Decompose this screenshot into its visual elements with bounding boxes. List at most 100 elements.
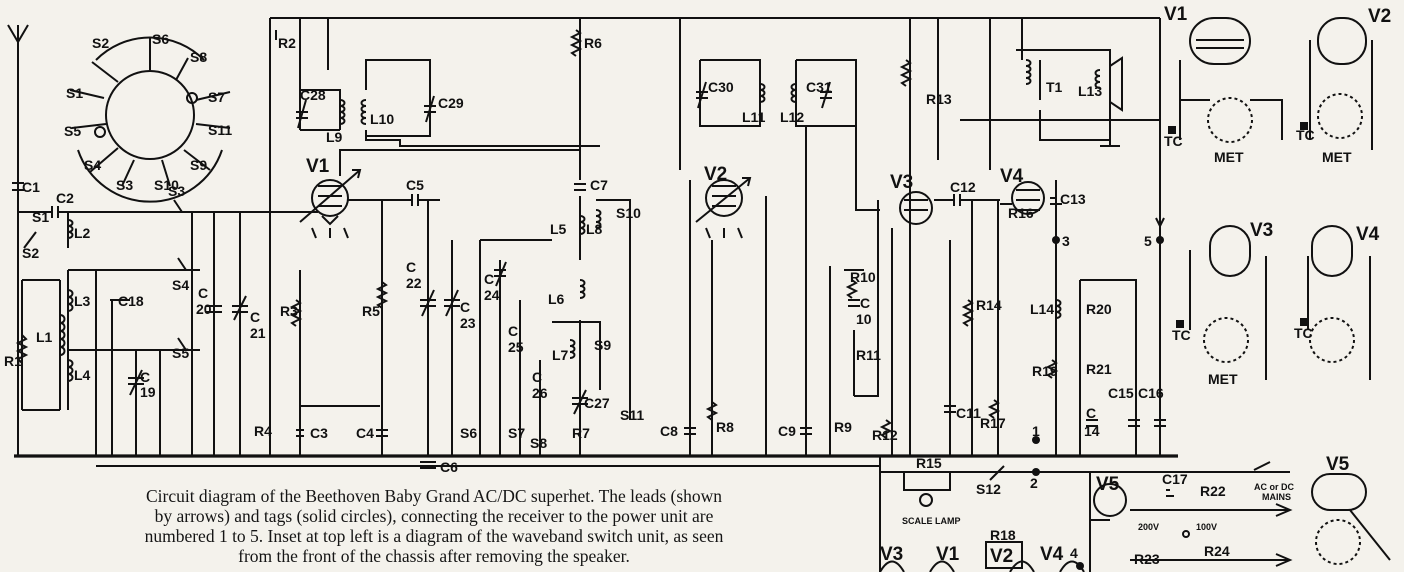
r11-label: R11	[856, 347, 881, 363]
v2-stage: C30 L11 L12 C31 V2 C8 R8 C9 R9 R10 C 10 …	[660, 18, 881, 456]
s9-label: S9	[594, 337, 611, 353]
heater-v4: V4	[1040, 544, 1064, 565]
caption-line-3: numbered 1 to 5. Inset at top left is a …	[144, 526, 724, 546]
base-v2-met: MET	[1322, 149, 1352, 165]
c5-label: C5	[406, 177, 424, 193]
s1-label: S1	[32, 209, 49, 225]
sw-s10: S10	[154, 177, 179, 193]
l8-label: L8	[586, 221, 603, 237]
figure-caption: Circuit diagram of the Beethoven Baby Gr…	[14, 486, 854, 566]
c26a-label: C	[532, 369, 542, 385]
tag5: 5	[1144, 233, 1152, 249]
caption-line-2: by arrows) and tags (solid circles), con…	[154, 506, 714, 526]
r7-label: R7	[572, 425, 590, 441]
c12-label: C12	[950, 179, 976, 195]
l3-label: L3	[74, 293, 91, 309]
c6-label: C6	[440, 459, 458, 475]
c14b-label: 14	[1084, 423, 1100, 439]
r13-label: R13	[926, 91, 952, 107]
heater-v1: V1	[936, 544, 960, 565]
c22a-label: C	[406, 259, 416, 275]
c23b-label: 23	[460, 315, 476, 331]
v4-label: V4	[1000, 166, 1024, 187]
r10-label: R10	[850, 269, 876, 285]
c10b-label: 10	[856, 311, 872, 327]
c15-label: C15	[1108, 385, 1134, 401]
l11-label: L11	[742, 109, 766, 125]
base-v4-tc: TC	[1294, 325, 1313, 341]
s4-label: S4	[172, 277, 189, 293]
r17-label: R17	[980, 415, 1006, 431]
r21-label: R21	[1086, 361, 1112, 377]
r18-label: R18	[990, 527, 1016, 543]
r19-label: R19	[1032, 363, 1058, 379]
r2-label: R2	[278, 35, 296, 51]
c18-label: C18	[118, 293, 144, 309]
c8-label: C8	[660, 423, 678, 439]
power-unit: 5 R20 R21 C 14 C15 C16 1 2 R15 SCALE LAM…	[879, 18, 1294, 572]
s12-label: S12	[976, 481, 1001, 497]
sw-s3: S3	[116, 177, 133, 193]
r22-label: R22	[1200, 483, 1226, 499]
s3-label: S3	[168, 183, 185, 199]
v100-label: 100V	[1196, 522, 1217, 532]
base-v1-label: V1	[1164, 4, 1188, 25]
base-v2-tc: TC	[1296, 127, 1315, 143]
v1-stage: C28 L9 L10 C29 R2 V1 C5 R3 R4 C3 C4 R5 C…	[254, 18, 600, 475]
mains-label-2: MAINS	[1262, 492, 1291, 502]
c3-label: C3	[310, 425, 328, 441]
base-v2-label: V2	[1368, 6, 1391, 27]
r14-label: R14	[976, 297, 1002, 313]
caption-line-4: from the front of the chassis after remo…	[238, 546, 630, 566]
c31-label: C31	[806, 79, 832, 95]
base-v5-label: V5	[1326, 454, 1350, 475]
c2-label: C2	[56, 190, 74, 206]
sw-s7: S7	[208, 89, 225, 105]
c7-label: C7	[590, 177, 608, 193]
c10a-label: C	[860, 295, 870, 311]
v1-label: V1	[306, 156, 330, 177]
valve-bases: V1 TC MET V2 TC MET V3 TC MET V4 TC V5	[1164, 4, 1391, 565]
tag3: 3	[1062, 233, 1070, 249]
l4-label: L4	[74, 367, 91, 383]
base-v3-tc: TC	[1172, 327, 1191, 343]
c14a-label: C	[1086, 405, 1096, 421]
r23-label: R23	[1134, 551, 1160, 567]
c21a-label: C	[250, 309, 260, 325]
aerial-input: C1 C2 S1 S2 R1 L1 L2 L3 L4 C18 C 19	[4, 175, 200, 456]
oscillator-section: R6 C7 L5 L8 S10 L6 L7 S9 C27 R7 S11 C 24…	[460, 18, 644, 456]
base-v1-met: MET	[1214, 149, 1244, 165]
r1-label: R1	[4, 353, 22, 369]
sw-s4: S4	[84, 157, 101, 173]
r6-label: R6	[584, 35, 602, 51]
c16-label: C16	[1138, 385, 1164, 401]
s8-label: S8	[530, 435, 547, 451]
c26b-label: 26	[532, 385, 548, 401]
r20-label: R20	[1086, 301, 1112, 317]
c13-label: C13	[1060, 191, 1086, 207]
v2-label: V2	[704, 164, 727, 185]
sw-s11: S11	[208, 122, 232, 138]
c1-label: C1	[22, 179, 40, 195]
v5-label: V5	[1096, 474, 1120, 495]
heater-v2: V2	[990, 546, 1013, 567]
base-v3-label: V3	[1250, 220, 1273, 241]
mains-label-1: AC or DC	[1254, 482, 1294, 492]
l6-label: L6	[548, 291, 565, 307]
c25b-label: 25	[508, 339, 524, 355]
r3-label: R3	[280, 303, 298, 319]
r8-label: R8	[716, 419, 734, 435]
r24-label: R24	[1204, 543, 1230, 559]
r15-label: R15	[916, 455, 942, 471]
c19a-label: C	[140, 369, 150, 385]
v200-label: 200V	[1138, 522, 1159, 532]
r16-label: R16	[1008, 205, 1034, 221]
base-v4-label: V4	[1356, 224, 1380, 245]
c11-label: C11	[956, 405, 981, 421]
sw-s9: S9	[190, 157, 207, 173]
l12-label: L12	[780, 109, 804, 125]
l14-label: L14	[1030, 301, 1054, 317]
l2-label: L2	[74, 225, 91, 241]
sw-s2: S2	[92, 35, 109, 51]
